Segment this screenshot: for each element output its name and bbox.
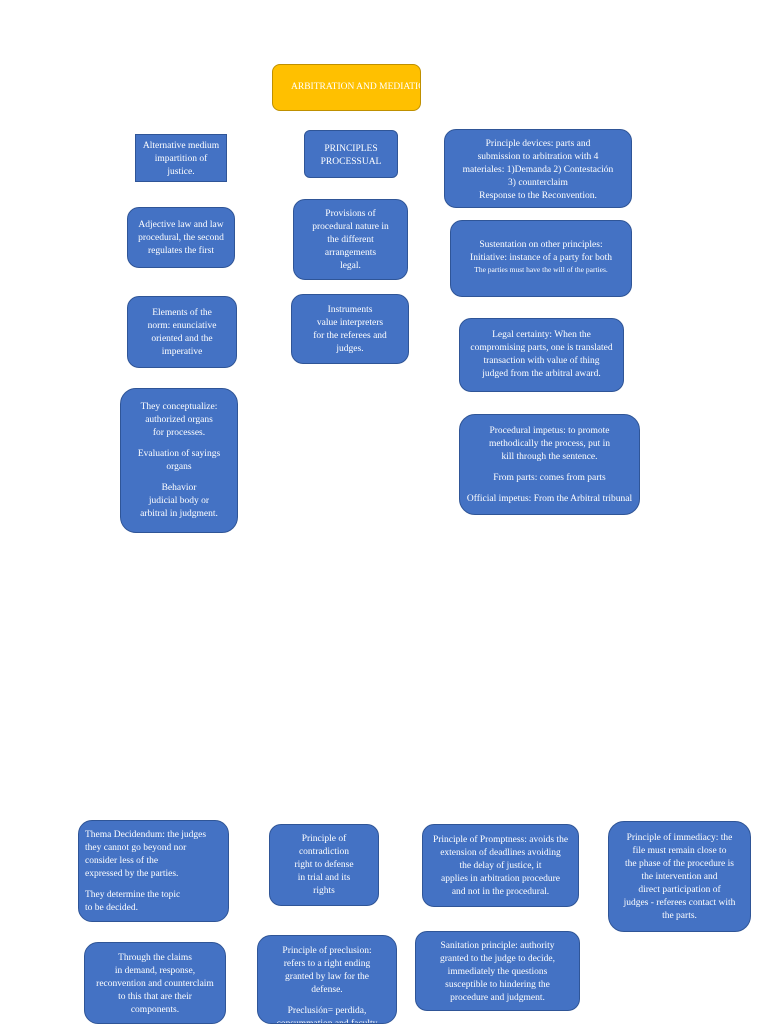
node-text: Official impetus: From the Arbitral trib… <box>466 494 633 504</box>
node-claims: Through the claims in demand, response, … <box>84 942 226 1024</box>
node-adjective-law: Adjective law and law procedural, the se… <box>127 207 235 268</box>
node-text: Principle of preclusion: refers to a rig… <box>282 946 372 995</box>
node-contradiction: Principle of contradiction right to defe… <box>269 824 379 906</box>
node-procedural-impetus: Procedural impetus: to promote methodica… <box>459 414 640 515</box>
node-text: Procedural impetus: to promote methodica… <box>488 426 611 462</box>
node-principle-devices: Principle devices: parts and submission … <box>444 129 632 208</box>
node-text: Provisions of procedural nature in the d… <box>312 209 389 271</box>
node-text: PRINCIPLES PROCESSUAL <box>320 144 382 167</box>
node-text: Principle of immediacy: the file must re… <box>623 833 736 921</box>
node-text: Alternative medium impartition of justic… <box>142 141 220 177</box>
node-legal-certainty: Legal certainty: When the compromising p… <box>459 318 624 392</box>
node-text: Principle of Promptness: avoids the exte… <box>432 835 569 897</box>
node-provisions: Provisions of procedural nature in the d… <box>293 199 408 280</box>
node-text: Principle of contradiction right to defe… <box>294 834 354 896</box>
node-text: Evaluation of sayings organs <box>137 449 221 472</box>
node-elements: Elements of the norm: enunciative orient… <box>127 296 237 368</box>
node-thema-decidendum: Thema Decidendum: the judges they cannot… <box>78 820 229 922</box>
node-promptness: Principle of Promptness: avoids the exte… <box>422 824 579 907</box>
title-text: ARBITRATION AND MEDIATION <box>291 82 421 92</box>
node-alternative-medium: Alternative medium impartition of justic… <box>135 134 227 182</box>
node-text: Through the claims in demand, response, … <box>96 953 214 1015</box>
node-text: Behavior judicial body or arbitral in ju… <box>140 483 218 519</box>
node-text: They determine the topic to be decided. <box>85 890 181 913</box>
node-principles-processual: PRINCIPLES PROCESSUAL <box>304 130 398 178</box>
node-text: They conceptualize: authorized organs fo… <box>140 402 218 438</box>
node-text: Thema Decidendum: the judges they cannot… <box>85 830 207 879</box>
node-text: From parts: comes from parts <box>493 473 606 483</box>
node-conceptualize: They conceptualize: authorized organs fo… <box>120 388 238 533</box>
node-text: Sustentation on other principles: Initia… <box>470 240 612 263</box>
node-small-text: The parties must have the will of the pa… <box>474 265 608 274</box>
node-immediacy: Principle of immediacy: the file must re… <box>608 821 751 932</box>
node-sanitation: Sanitation principle: authority granted … <box>415 931 580 1011</box>
title-box: ARBITRATION AND MEDIATION <box>272 64 421 111</box>
node-text: Legal certainty: When the compromising p… <box>470 330 613 379</box>
node-text: Elements of the norm: enunciative orient… <box>147 308 217 357</box>
node-instruments: Instruments value interpreters for the r… <box>291 294 409 364</box>
node-text: Principle devices: parts and submission … <box>462 139 614 201</box>
node-text: Instruments value interpreters for the r… <box>313 305 387 354</box>
node-sustentation: Sustentation on other principles: Initia… <box>450 220 632 297</box>
node-text: Sanitation principle: authority granted … <box>439 941 556 1003</box>
node-text: Adjective law and law procedural, the se… <box>138 220 224 256</box>
node-text: Preclusión= perdida, consummation and fa… <box>276 1006 378 1024</box>
node-preclusion: Principle of preclusion: refers to a rig… <box>257 935 397 1024</box>
